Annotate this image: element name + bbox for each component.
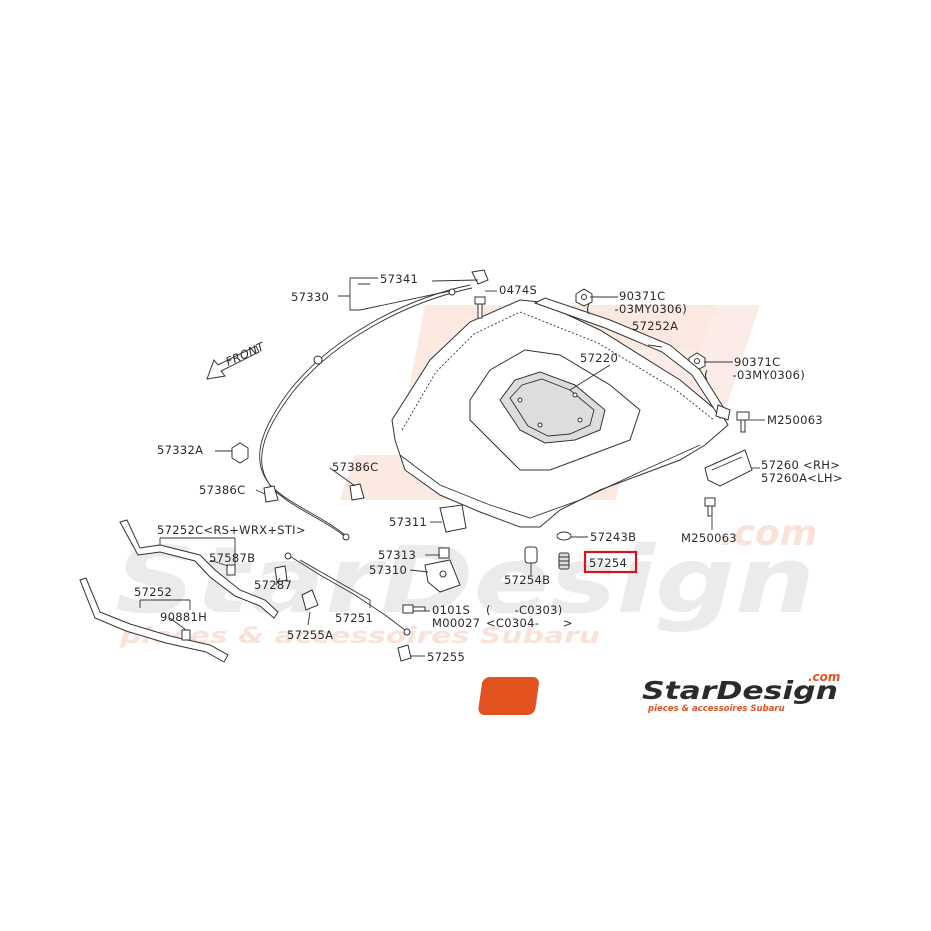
logo-mark: SJ bbox=[580, 682, 611, 715]
front-label: FRONT bbox=[224, 339, 268, 369]
part-M250063-b-bolt bbox=[704, 497, 716, 517]
part-90371C-a-nut bbox=[575, 288, 593, 307]
hood-release-cable bbox=[259, 284, 473, 541]
part-57332A-grommet bbox=[231, 442, 249, 464]
label-0474S: 0474S bbox=[499, 283, 537, 297]
label-57243B: 57243B bbox=[590, 530, 636, 544]
part-labels: 57341 57330 0474S 90371C ( -03MY0306) 57… bbox=[134, 272, 843, 664]
label-57313: 57313 bbox=[378, 548, 416, 562]
part-57310-latch bbox=[424, 559, 461, 593]
label-57252: 57252 bbox=[134, 585, 172, 599]
label-57311: 57311 bbox=[389, 515, 427, 529]
part-57255-holder bbox=[397, 644, 412, 662]
leader-lines bbox=[139, 277, 765, 657]
label-57254B: 57254B bbox=[504, 573, 550, 587]
watermark-com: .com bbox=[720, 513, 817, 554]
hood-panel bbox=[391, 299, 729, 528]
highlight-box bbox=[583, 550, 638, 574]
label-90371C-b: 90371C bbox=[734, 355, 780, 369]
label-0101S: 0101S bbox=[432, 603, 470, 617]
label-57587B: 57587B bbox=[209, 551, 255, 565]
part-57251-rod bbox=[284, 552, 411, 636]
part-57287-clip bbox=[274, 565, 288, 583]
label-57386C-a: 57386C bbox=[199, 483, 245, 497]
part-57587B-clip bbox=[226, 564, 236, 576]
highlighted-part-57254[interactable]: 57254 bbox=[583, 550, 638, 574]
label-0101S-note: ( -C0303) bbox=[486, 603, 563, 617]
stardesign-logo: SJ StarDesign .com pieces & accessoires … bbox=[478, 670, 840, 715]
part-57341-clip bbox=[471, 269, 489, 285]
label-M00027-note: <C0304- > bbox=[486, 616, 573, 630]
part-57243B-washer bbox=[556, 531, 572, 541]
part-0101S-bolt bbox=[402, 604, 426, 614]
label-57252C: 57252C<RS+WRX+STI> bbox=[157, 523, 306, 537]
part-57252A-seal bbox=[533, 297, 731, 421]
part-57313-bumper bbox=[438, 547, 450, 559]
watermark-text: StarDesign bbox=[115, 527, 815, 634]
part-57386C-a-clip bbox=[263, 485, 279, 503]
logo-tagline: pieces & accessoires Subaru bbox=[647, 704, 785, 714]
label-57332A: 57332A bbox=[157, 443, 203, 457]
label-57220: 57220 bbox=[580, 351, 618, 365]
part-57311-bracket bbox=[439, 504, 467, 533]
label-57287: 57287 bbox=[254, 578, 292, 592]
label-57260A: 57260A<LH> bbox=[761, 471, 843, 485]
label-M250063-b: M250063 bbox=[681, 531, 737, 545]
part-90881H-clip bbox=[181, 629, 191, 641]
label-57252A: 57252A bbox=[632, 319, 678, 333]
part-M250063-a-bolt bbox=[736, 411, 750, 433]
label-57341: 57341 bbox=[380, 272, 418, 286]
label-57251: 57251 bbox=[335, 611, 373, 625]
label-57254: 57254 bbox=[589, 556, 627, 570]
label-57310: 57310 bbox=[369, 563, 407, 577]
logo-mark-bg bbox=[478, 677, 539, 715]
label-M00027: M00027 bbox=[432, 616, 480, 630]
label-90371C-a-note: ( -03MY0306) bbox=[586, 302, 687, 316]
part-57252-seal bbox=[79, 577, 229, 663]
logo-com: .com bbox=[808, 670, 840, 684]
label-57255: 57255 bbox=[427, 650, 465, 664]
part-57255A-holder bbox=[301, 589, 319, 611]
label-90881H: 90881H bbox=[160, 610, 207, 624]
part-57260-bracket bbox=[704, 449, 753, 487]
label-90371C-a: 90371C bbox=[619, 289, 665, 303]
label-57386C-b: 57386C bbox=[332, 460, 378, 474]
watermark-text-group: StarDesign .com pieces & accessoires Sub… bbox=[115, 513, 817, 649]
logo-name: StarDesign bbox=[642, 676, 838, 705]
part-57252C-seal bbox=[119, 519, 279, 619]
part-57386C-b-clip bbox=[349, 483, 365, 501]
label-57255A: 57255A bbox=[287, 628, 333, 642]
label-M250063-a: M250063 bbox=[767, 413, 823, 427]
part-0474S-bolt bbox=[474, 296, 486, 319]
label-57260: 57260 <RH> bbox=[761, 458, 840, 472]
front-arrow-icon: FRONT bbox=[206, 339, 268, 380]
part-57254B-cushion bbox=[524, 546, 538, 564]
part-57254-cushion bbox=[558, 552, 570, 570]
label-57330: 57330 bbox=[291, 290, 329, 304]
label-90371C-b-note: ( -03MY0306) bbox=[704, 368, 805, 382]
